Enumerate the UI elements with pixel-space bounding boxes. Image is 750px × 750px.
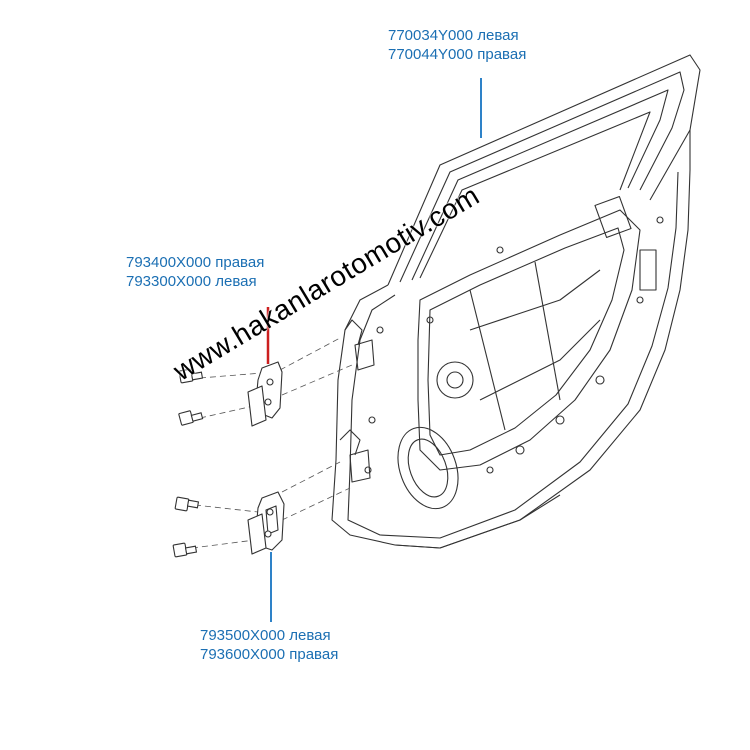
bolt-upper-1 [178,368,204,384]
bolt-lower-1 [174,496,200,512]
door-part-label: 770034Y000 левая 770044Y000 правая [388,26,526,64]
regulator-motor [436,361,474,399]
dash-lower-2 [281,487,351,521]
lower-hinge [247,491,285,555]
regulator-cable [469,269,601,331]
door-left-part-number: 770034Y000 левая [388,27,519,44]
window-frame-inner-2 [411,89,669,281]
lower-hinge-label: 793500X000 левая 793600X000 правая [200,626,338,664]
upper-hinge [247,361,283,427]
speaker-opening-inner [407,438,449,498]
lock-module [594,196,632,238]
dash-lower-bolt-2 [191,539,256,549]
window-frame-inner [399,71,685,283]
hinge-pillar-edge [344,319,363,346]
regulator-rail-2 [534,261,561,401]
lower-hinge-right-part-number: 793600X000 правая [200,646,339,663]
lock-module-2 [639,249,657,291]
upper-hinge-right-part-number: 793400X000 правая [126,254,265,271]
panel-holes [364,216,664,474]
bolts [172,368,204,558]
inner-panel-cutout [417,209,641,471]
door-outer-shell [331,130,691,549]
hinge-pillar-edge-2 [339,429,361,456]
door-bottom-edge [394,494,561,549]
dash-lower-bolt-1 [194,504,259,513]
bolt-upper-2 [178,410,204,426]
upper-hinge-hole-1 [266,378,274,386]
regulator-rail-1 [469,289,506,431]
dash-upper-1 [279,337,341,371]
regulator-cable-2 [479,319,601,401]
alignment-lines [191,337,353,549]
upper-hinge-leaf [247,385,267,427]
upper-hinge-hole-2 [264,398,272,406]
regulator-motor-hub [446,371,464,389]
dash-lower-1 [281,461,341,493]
inner-panel-cutout-2 [427,227,625,456]
lower-hinge-hole-1 [266,508,274,516]
bolt-lower-2 [172,542,198,558]
hinge-mount-upper [354,339,375,371]
lower-hinge-leaf [247,513,267,555]
window-frame-outer [387,54,701,286]
upper-hinge-left-part-number: 793300X000 левая [126,273,257,290]
dash-upper-bolt-1 [199,372,263,379]
lower-hinge-hole-2 [264,530,272,538]
dash-upper-2 [281,364,353,396]
window-glass-edge [419,111,651,279]
upper-hinge-label: 793400X000 правая 793300X000 левая [126,253,264,291]
door-right-part-number: 770044Y000 правая [388,46,527,63]
hinge-mount-lower [349,449,371,483]
speaker-opening [397,426,459,510]
door-assembly [331,54,701,549]
lower-hinge-left-part-number: 793500X000 левая [200,627,331,644]
